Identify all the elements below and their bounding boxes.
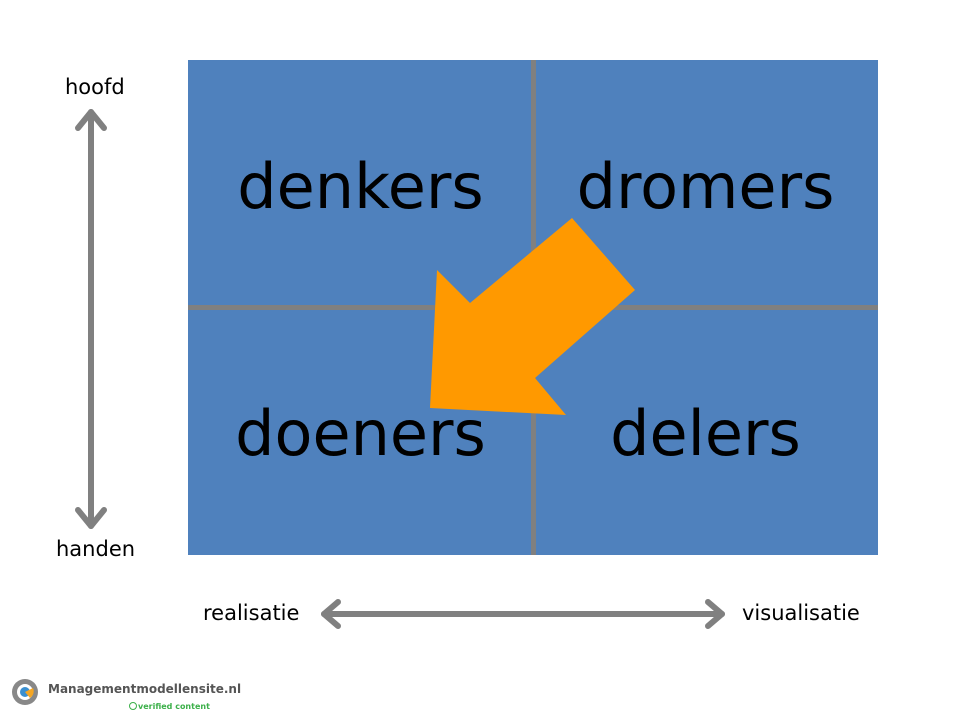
axis-label-visualisatie: visualisatie [742,601,860,625]
verified-check-icon [129,702,137,710]
axis-label-realisatie: realisatie [203,601,300,625]
vertical-axis-arrow-icon [75,109,107,529]
axis-label-handen: handen [56,537,136,561]
logo-text: Managementmodellensite.nl [48,682,242,696]
quadrant-dromers: dromers [576,150,835,223]
orange-arrow-icon [430,218,635,415]
quadrant-doeners: doeners [235,397,486,470]
axis-label-hoofd: hoofd [65,75,125,99]
horizontal-axis-arrow-icon [321,599,725,629]
verified-badge: verified content [138,702,210,711]
logo-icon [12,679,38,705]
quadrant-denkers: denkers [237,150,484,223]
quadrant-delers: delers [610,397,801,470]
